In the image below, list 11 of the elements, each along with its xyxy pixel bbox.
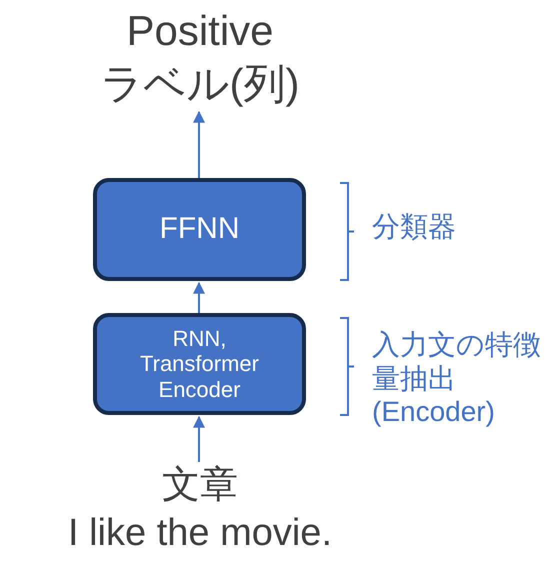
side-label: 入力文の特徴量抽出(Encoder)	[372, 328, 542, 429]
caption-text: ラベル(列)	[100, 58, 300, 109]
arrow	[193, 282, 205, 313]
caption-text: I like the movie.	[67, 510, 333, 556]
process-box: RNN, Transformer Encoder	[93, 313, 306, 415]
caption-text: 文章	[161, 463, 239, 508]
arrow	[193, 416, 205, 462]
process-box: FFNN	[93, 178, 306, 281]
arrow	[193, 110, 205, 178]
side-label: 分類器	[372, 210, 457, 244]
caption-text: Positive	[125, 6, 275, 56]
